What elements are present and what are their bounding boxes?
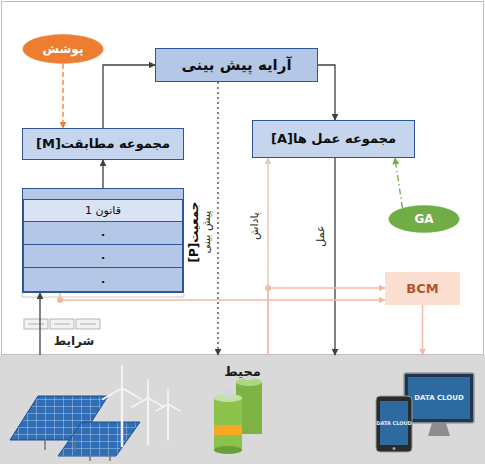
edge-label: پاداش: [248, 210, 261, 242]
screen-text: DATA CLOUD: [376, 421, 411, 426]
rule-row: .: [23, 268, 183, 292]
connector-arrow: [39, 293, 40, 355]
node-text: .: [101, 226, 105, 239]
connector-arrow: [217, 82, 218, 355]
node-text: محیط: [224, 364, 261, 380]
wind-turbines: [103, 366, 180, 446]
connector-arrow: [334, 158, 335, 355]
node-text: BCM: [406, 281, 438, 297]
rule-row: قانون 1: [23, 199, 183, 222]
connector-arrow: [62, 64, 63, 128]
connector-arrow: [422, 305, 424, 355]
rule-row: .: [23, 222, 183, 245]
environment-band: [0, 355, 485, 464]
connector-arrow: [268, 288, 385, 355]
node-text: آرایه پیش بینی: [181, 56, 291, 74]
node-text: .: [101, 249, 105, 262]
environment-region: محیط: [0, 355, 485, 464]
node-text: قانون 1: [85, 204, 121, 217]
screen-text: DATA CLOUD: [414, 395, 464, 402]
node-text: مجموعه عمل ها[A]: [271, 131, 396, 147]
node-text: .: [101, 273, 105, 286]
batteries: [214, 374, 262, 454]
connector-arrow: [318, 65, 335, 120]
sensor-strip: [22, 293, 184, 329]
connector-arrow: [395, 158, 402, 208]
solar-panels: [10, 396, 140, 461]
prediction-array-box: آرایه پیش بینی: [155, 48, 318, 82]
node-text: مجموعه مطابقت[M]: [36, 136, 170, 152]
bcm-box: BCM: [385, 272, 460, 305]
frame: [2, 2, 484, 355]
edge-label: عمل: [314, 223, 327, 248]
action-set-box: مجموعه عمل ها[A]: [252, 120, 415, 158]
group-heading: جمعیت[P]: [187, 202, 201, 263]
edge-label: شرایط: [52, 334, 97, 348]
ga-ellipse: GA: [388, 205, 460, 233]
connector-arrow: [102, 160, 103, 188]
devices: [376, 373, 474, 452]
node-text: GA: [414, 212, 433, 226]
node-text: پوشش: [43, 42, 84, 56]
connector-arrow: [103, 65, 155, 128]
covering-ellipse: پوشش: [22, 34, 104, 64]
population-box: جمعیت[P]قانون 1...: [22, 188, 184, 293]
connector-arrow: [60, 293, 385, 300]
match-set-box: مجموعه مطابقت[M]: [22, 128, 184, 160]
edge-label: پیش بینی: [200, 209, 213, 256]
rule-row: .: [23, 245, 183, 268]
